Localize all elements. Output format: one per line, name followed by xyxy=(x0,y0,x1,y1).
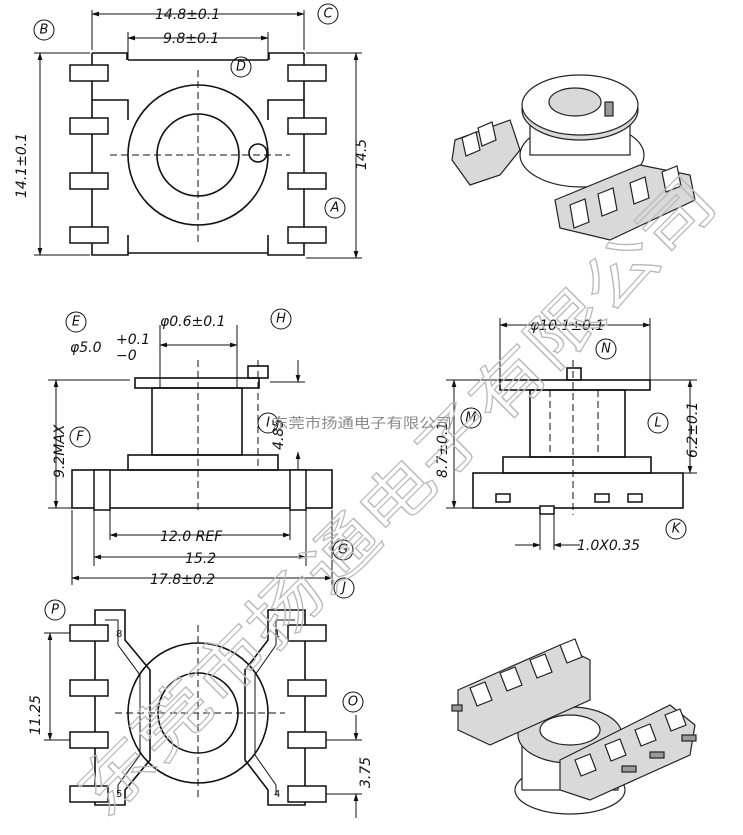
svg-text:A: A xyxy=(330,201,340,216)
pin-label-1: 1 xyxy=(274,629,280,640)
svg-text:G: G xyxy=(338,543,348,558)
callout-m: M xyxy=(460,407,482,429)
pin-diameter-dim: φ0.6±0.1 xyxy=(160,314,226,330)
svg-text:F: F xyxy=(76,430,84,445)
svg-text:M: M xyxy=(465,411,476,426)
pin-label-4: 4 xyxy=(274,789,280,800)
svg-text:D: D xyxy=(236,60,246,75)
side-height-dim: 8.7±0.1 xyxy=(435,422,451,478)
watermark-small-text: 东莞市扬通电子有限公司 xyxy=(272,415,452,432)
svg-text:I: I xyxy=(266,416,270,431)
pitch-total-dim: 11.25 xyxy=(28,695,44,735)
callout-d: D xyxy=(230,56,252,78)
bottom-view: 8 5 1 4 11.25 3.75 P O xyxy=(28,599,374,818)
top-inner-width-dim: 9.8±0.1 xyxy=(163,31,219,47)
front-view: φ0.6±0.1 φ5.0 +0.1 −0 9.2MAX 4.85 12.0 R… xyxy=(48,308,355,599)
svg-text:J: J xyxy=(339,581,346,596)
top-overall-width-dim: 14.8±0.1 xyxy=(155,7,220,23)
top-height-left-dim: 14.1±0.1 xyxy=(14,133,30,198)
callout-k: K xyxy=(665,518,687,540)
bobbin-tol-plus: +0.1 xyxy=(116,332,150,348)
pitch-dim: 3.75 xyxy=(358,757,374,788)
callout-o: O xyxy=(342,691,364,713)
svg-text:C: C xyxy=(323,7,333,22)
flange-diameter-dim: φ10.1±0.1 xyxy=(530,318,604,334)
top-height-right-dim: 14.5 xyxy=(354,139,370,170)
isometric-view-top xyxy=(451,74,696,241)
pin-section-dim: 1.0X0.35 xyxy=(577,538,640,554)
svg-text:B: B xyxy=(40,23,49,38)
pin-span-dim: 15.2 xyxy=(185,551,216,567)
callout-c: C xyxy=(317,3,339,25)
callout-n: N xyxy=(595,338,617,360)
max-height-dim: 9.2MAX xyxy=(52,424,68,478)
overall-width-dim: 17.8±0.2 xyxy=(150,572,215,588)
svg-text:N: N xyxy=(601,342,611,357)
top-view: 14.8±0.1 9.8±0.1 14.1±0.1 14.5 C B D A xyxy=(14,3,370,259)
svg-text:O: O xyxy=(348,695,358,710)
pin-label-5: 5 xyxy=(116,789,122,800)
callout-a: A xyxy=(324,197,346,219)
callout-f: F xyxy=(69,426,91,448)
callout-l: L xyxy=(647,412,669,434)
pin-label-8: 8 xyxy=(116,629,122,640)
ref-width-dim: 12.0 REF xyxy=(160,529,223,545)
svg-text:H: H xyxy=(276,312,286,327)
callout-p: P xyxy=(44,599,66,621)
svg-text:E: E xyxy=(72,315,81,330)
callout-i: I xyxy=(257,412,279,434)
side-view: φ10.1±0.1 8.7±0.1 6.2±0.1 1.0X0.35 N M L… xyxy=(435,318,701,554)
callout-g: G xyxy=(332,539,354,561)
bobbin-tol-minus: −0 xyxy=(116,348,137,364)
svg-text:P: P xyxy=(51,603,59,618)
bobbin-diameter-dim: φ5.0 xyxy=(70,340,102,356)
side-height-2-dim: 6.2±0.1 xyxy=(685,402,701,458)
isometric-view-bottom xyxy=(451,638,697,815)
pin-height-dim: 4.85 xyxy=(271,419,287,450)
svg-text:L: L xyxy=(654,416,661,431)
callout-b: B xyxy=(33,19,55,41)
callout-e: E xyxy=(65,311,87,333)
callout-j: J xyxy=(333,577,355,599)
svg-text:K: K xyxy=(672,522,682,537)
callout-h: H xyxy=(270,308,292,330)
